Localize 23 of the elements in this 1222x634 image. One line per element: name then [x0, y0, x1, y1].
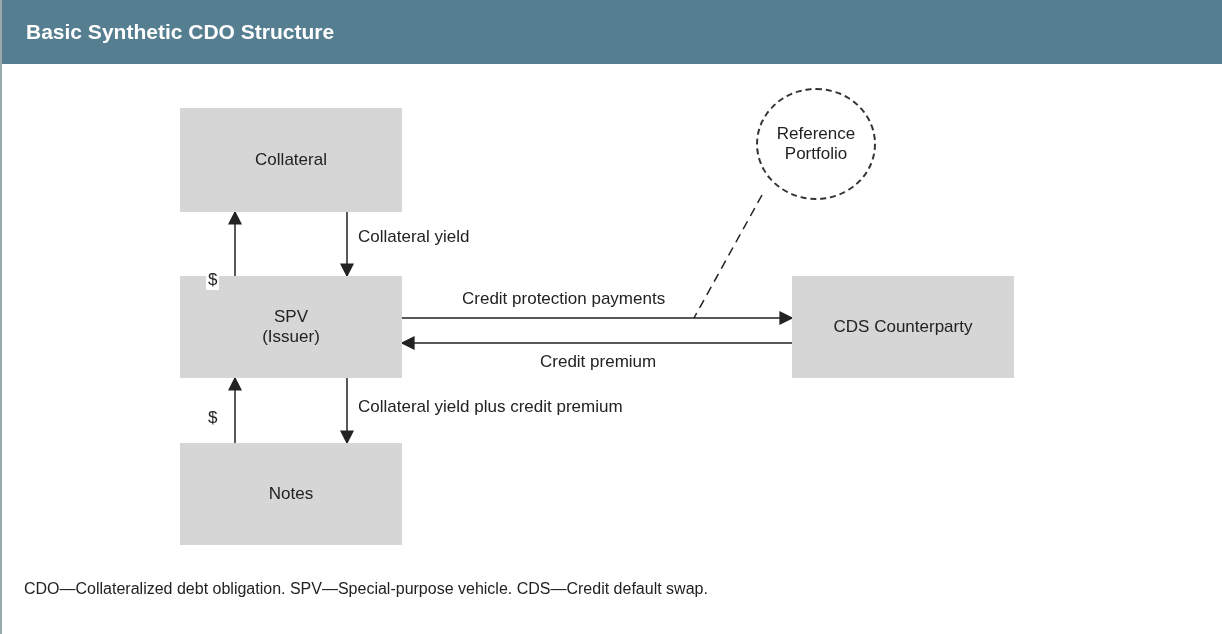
process-box — [180, 108, 402, 212]
process-box — [180, 443, 402, 545]
arrow — [228, 376, 242, 444]
caption: CDO—Collateralized debt obligation. SPV—Special-purpose vehicle. CDS—Credit default swap. — [24, 580, 708, 598]
node-text: Collateral — [255, 150, 327, 170]
process-box — [792, 276, 1014, 378]
leader-line — [693, 194, 763, 319]
arrow — [340, 377, 354, 445]
arrow — [401, 311, 794, 325]
arrow — [228, 210, 242, 277]
edge-label: Collateral yield plus credit premium — [356, 397, 625, 417]
node-text: SPV (Issuer) — [261, 307, 321, 347]
dashed-circle — [756, 88, 876, 200]
edge-label: Credit protection payments — [460, 289, 668, 309]
title-bar: Basic Synthetic CDO Structure — [2, 0, 1222, 64]
node-text: CDS Counterparty — [833, 317, 973, 337]
arrow — [340, 211, 354, 278]
edge-label: Credit premium — [538, 352, 659, 372]
edge-label: $ — [206, 270, 220, 290]
edge-label: Collateral yield — [356, 227, 472, 247]
node-text: Notes — [268, 484, 314, 504]
node-text: Reference Portfolio — [775, 124, 857, 164]
edge-label: $ — [206, 408, 220, 428]
